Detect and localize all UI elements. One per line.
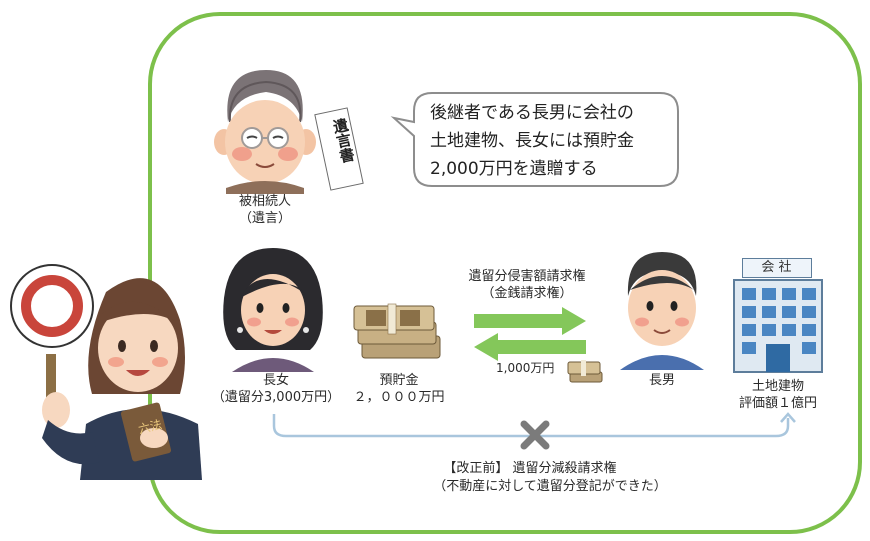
daughter-reserved-share: （遺留分3,000万円） (211, 390, 341, 405)
bubble-line-2: 土地建物、長女には預貯金 (430, 131, 634, 151)
eldest-son-illustration (620, 252, 704, 370)
claim-arrow-right (474, 307, 586, 335)
guide-woman-illustration (10, 264, 202, 480)
speech-bubble (390, 92, 679, 187)
savings-amount: ２，０００万円 (353, 390, 445, 405)
content-frame (148, 12, 862, 534)
claim-right-sublabel: （金銭請求権） (481, 286, 573, 301)
company-building-icon (733, 279, 823, 373)
daughter-label: 長女 (262, 373, 289, 388)
claim-right-label: 遺留分侵害額請求権 (468, 269, 586, 284)
land-building-value: 評価額１億円 (738, 396, 817, 411)
bubble-line-1: 後継者である長男に会社の (430, 103, 634, 123)
old-law-label: 【改正前】 遺留分減殺請求権 (443, 461, 617, 476)
decedent-label: 被相続人 (238, 194, 291, 209)
bubble-line-3: 2,000万円を遺贈する (430, 159, 598, 179)
savings-label: 預貯金 (379, 373, 419, 388)
payment-amount: 1,000万円 (496, 361, 555, 375)
company-sign-text: 会 社 (761, 260, 792, 275)
eldest-daughter-illustration (223, 248, 323, 372)
old-law-sublabel: （不動産に対して遺留分登記ができた） (433, 479, 667, 494)
decedent-sublabel: （遺言） (238, 211, 291, 226)
payment-arrow-left (474, 333, 586, 361)
grandfather-illustration (214, 70, 316, 194)
cash-stack-icon (353, 303, 441, 359)
will-document-text: 遺言書 (329, 116, 357, 165)
small-cash-icon (567, 360, 603, 383)
son-label: 長男 (648, 373, 675, 388)
cross-mark-icon (520, 420, 550, 450)
company-sign: 会 社 (742, 258, 812, 278)
land-building-label: 土地建物 (751, 379, 804, 394)
